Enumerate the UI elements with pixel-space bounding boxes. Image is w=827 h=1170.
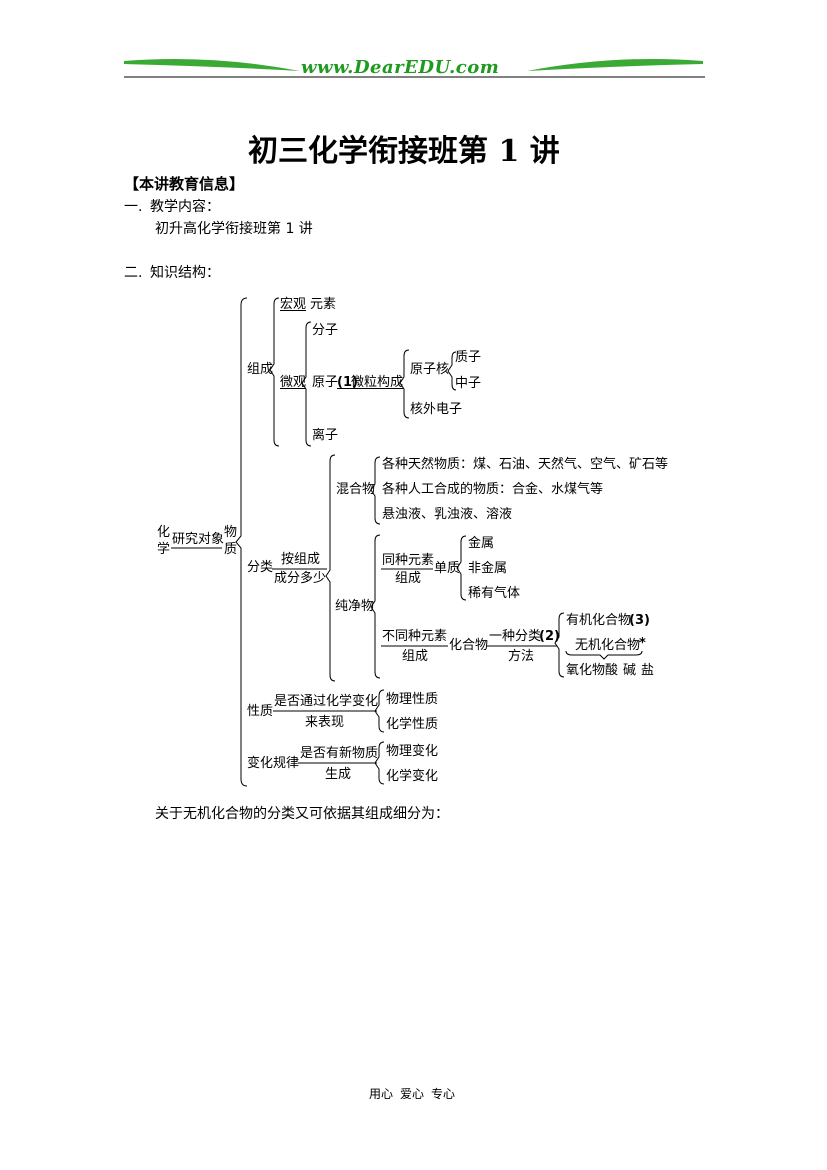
micro-brace xyxy=(301,321,312,447)
mixture-brace xyxy=(370,456,381,525)
section-1-heading: 教学内容： xyxy=(150,199,220,215)
composition-brace xyxy=(269,297,280,447)
note-marker-1: (1) xyxy=(337,375,358,390)
info-heading: 【本讲教育信息】 xyxy=(124,175,245,193)
chemical-change-label: 化学变化 xyxy=(386,769,439,784)
oxide-label: 氧化物 xyxy=(566,663,606,678)
neutron-label: 中子 xyxy=(455,376,482,391)
simple-item-metal: 金属 xyxy=(468,536,495,551)
section-1-body: 初升高化学衔接班第 1 讲 xyxy=(155,221,313,237)
nucleus-brace xyxy=(447,351,457,391)
class-basis-bottom: 成分多少 xyxy=(274,571,327,586)
root-char-1: 化 xyxy=(157,525,171,540)
property-edge-top: 是否通过化学变化 xyxy=(274,694,379,709)
compound-brace xyxy=(554,612,565,678)
compound-label: 化合物 xyxy=(449,638,489,653)
section-1-number: 一. xyxy=(124,199,143,215)
simple-item-noble-gas: 稀有气体 xyxy=(468,586,521,601)
salt-label: 盐 xyxy=(641,663,655,678)
element-label: 元素 xyxy=(310,297,337,312)
mixture-item-2: 各种人工合成的物质：合金、水煤气等 xyxy=(382,482,604,497)
inorganic-underbrace xyxy=(565,650,643,660)
physical-property-label: 物理性质 xyxy=(386,692,439,707)
classification-label: 分类 xyxy=(247,560,274,575)
section-2-number: 二. xyxy=(124,265,143,281)
matter-char-2: 质 xyxy=(224,542,238,557)
mixture-item-1: 各种天然物质：煤、石油、天然气、空气、矿石等 xyxy=(382,457,669,472)
change-edge-bottom: 生成 xyxy=(325,767,352,782)
footer-word-1: 用心 xyxy=(369,1087,394,1101)
root-char-2: 学 xyxy=(157,542,171,557)
header-banner xyxy=(124,58,705,78)
right-swoosh xyxy=(527,58,703,71)
matter-char-1: 物 xyxy=(224,525,238,540)
molecule-label: 分子 xyxy=(312,323,339,338)
section-2-heading: 知识结构： xyxy=(150,265,220,281)
nucleus-label: 原子核 xyxy=(410,362,450,377)
diff-element-top: 不同种元素 xyxy=(382,629,448,644)
page-title: 初三化学衔接班第 1 讲 xyxy=(248,134,560,169)
acid-label: 酸 xyxy=(605,663,619,678)
classification-brace xyxy=(325,454,336,682)
physical-change-label: 物理变化 xyxy=(386,744,439,759)
electron-label: 核外电子 xyxy=(410,402,463,417)
macro-label: 宏观 xyxy=(280,297,307,312)
micro-label: 微观 xyxy=(280,375,307,390)
site-logo[interactable]: www.DearEDU.com xyxy=(301,57,500,78)
closing-sentence: 关于无机化合物的分类又可依据其组成细分为： xyxy=(155,806,449,822)
note-marker-2: (2) xyxy=(539,629,560,644)
atom-brace xyxy=(399,349,410,419)
composition-label: 组成 xyxy=(247,362,274,377)
research-object-label: 研究对象 xyxy=(172,532,225,547)
mixture-item-3: 悬浊液、乳浊液、溶液 xyxy=(382,507,513,522)
property-label: 性质 xyxy=(247,704,274,719)
proton-label: 质子 xyxy=(455,350,482,365)
star-marker: * xyxy=(639,636,646,651)
pure-label: 纯净物 xyxy=(335,599,375,614)
diff-element-bottom: 组成 xyxy=(402,649,429,664)
simple-item-nonmetal: 非金属 xyxy=(468,561,508,576)
main-brace xyxy=(235,297,248,787)
ion-label: 离子 xyxy=(312,428,339,443)
chemical-property-label: 化学性质 xyxy=(386,717,439,732)
method-bottom: 方法 xyxy=(508,649,535,664)
organic-compound-label: 有机化合物 xyxy=(566,613,632,628)
footer-word-2: 爱心 xyxy=(400,1087,425,1101)
change-edge-top: 是否有新物质 xyxy=(300,746,379,761)
method-top: 一种分类 xyxy=(489,629,542,644)
pure-brace xyxy=(370,534,381,679)
footer-word-3: 专心 xyxy=(431,1087,456,1101)
particle-structure-label: 微粒构成 xyxy=(351,375,404,390)
same-element-bottom: 组成 xyxy=(395,571,422,586)
inorganic-compound-label: 无机化合物 xyxy=(575,638,641,653)
left-swoosh xyxy=(124,58,300,71)
simple-brace xyxy=(456,535,467,601)
note-marker-3: (3) xyxy=(629,613,650,628)
change-rule-label: 变化规律 xyxy=(247,756,300,771)
property-edge-bottom: 来表现 xyxy=(305,715,345,730)
same-element-top: 同种元素 xyxy=(382,553,435,568)
class-basis-top: 按组成 xyxy=(281,552,321,567)
atom-label: 原子 xyxy=(312,375,339,390)
simple-substance-label: 单质 xyxy=(434,561,461,576)
mixture-label: 混合物 xyxy=(336,482,376,497)
base-label: 碱 xyxy=(623,663,637,678)
